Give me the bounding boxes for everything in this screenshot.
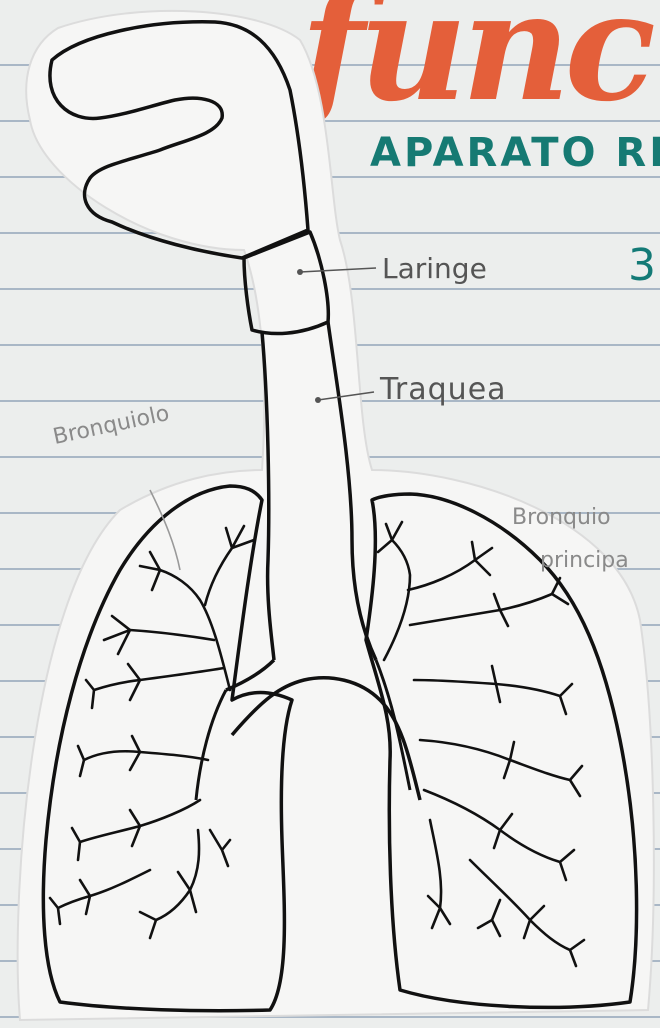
label-traquea: Traquea bbox=[380, 372, 507, 407]
leader-dot-laringe bbox=[297, 269, 303, 275]
leader-dot-traquea bbox=[315, 397, 321, 403]
label-laringe: Laringe bbox=[382, 252, 487, 285]
label-bronquio-principal-line1: Bronquio bbox=[512, 505, 611, 530]
label-bronquio-principal-line2: principa bbox=[540, 548, 629, 573]
